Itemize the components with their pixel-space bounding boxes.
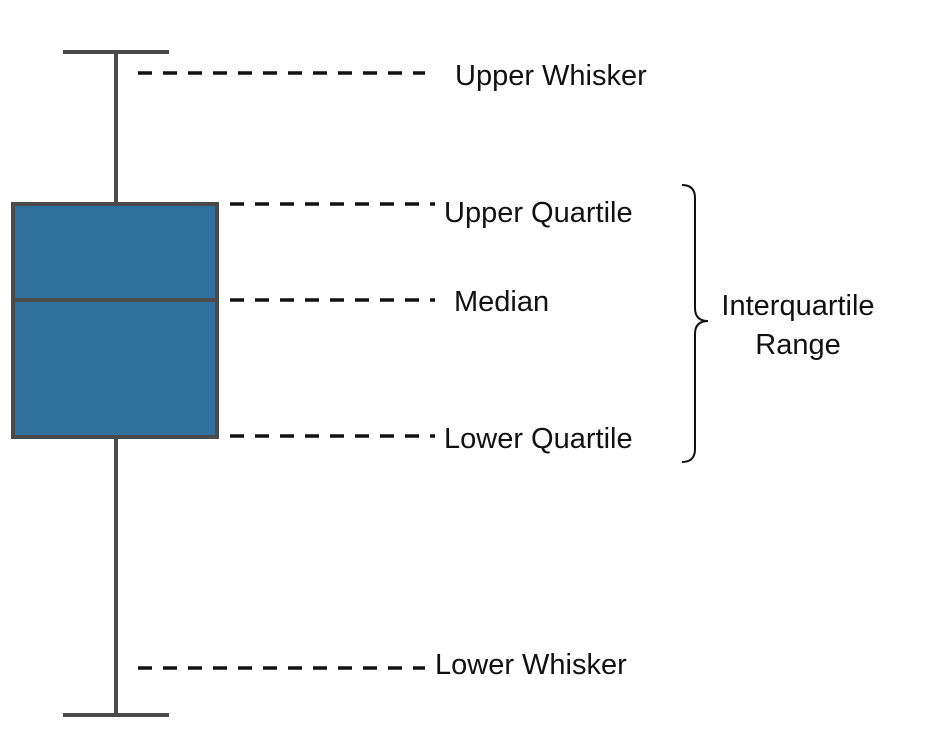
lower-whisker-label: Lower Whisker	[435, 649, 627, 681]
iqr-label-line2: Range	[755, 329, 840, 361]
upper-quartile-label: Upper Quartile	[444, 197, 633, 229]
lower-quartile-label: Lower Quartile	[444, 423, 633, 455]
iqr-brace	[681, 184, 709, 463]
upper-whisker-label: Upper Whisker	[455, 60, 647, 92]
iqr-box	[11, 202, 219, 439]
iqr-label-line1: Interquartile	[721, 290, 874, 322]
median-label: Median	[454, 286, 549, 318]
